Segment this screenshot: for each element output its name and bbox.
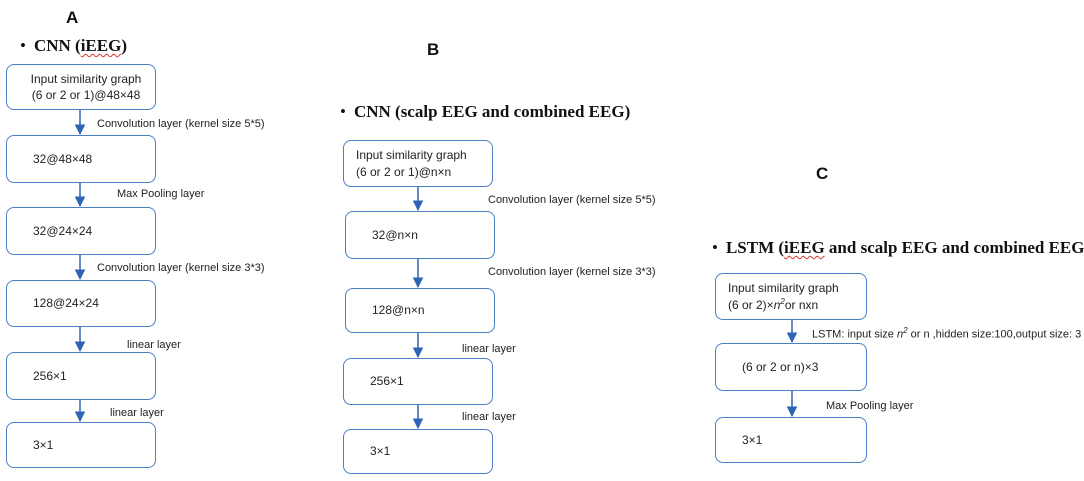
panel-a-title-squiggle: iEEG	[80, 36, 122, 55]
cnn-b-edge-1: Convolution layer (kernel size 5*5)	[488, 194, 656, 206]
cnn-a-edge-5: linear layer	[110, 407, 164, 419]
cnn-b-box-1: 32@n×n	[345, 211, 495, 259]
lstm-edge-1: LSTM: input size n2 or n ,hidden size:10…	[812, 326, 1081, 341]
cnn-a-box-2-text: 32@24×24	[33, 223, 93, 238]
panel-c-title-start: LSTM (	[725, 238, 785, 257]
cnn-b-box-3: 256×1	[343, 358, 493, 405]
lstm-input-line2-sup: 2	[780, 296, 785, 306]
panel-label-a: A	[66, 8, 79, 27]
cnn-a-box-4-text: 256×1	[33, 368, 67, 383]
lstm-input-line2: (6 or 2)×n2or nxn	[728, 297, 818, 313]
cnn-a-edge-4: linear layer	[127, 339, 181, 351]
cnn-a-box-1-text: 32@48×48	[33, 151, 93, 166]
cnn-a-box-5-text: 3×1	[33, 437, 54, 452]
cnn-b-box-1-text: 32@n×n	[372, 227, 418, 242]
cnn-a-input-line1: Input similarity graph	[30, 71, 142, 86]
lstm-box-1-text: (6 or 2 or n)×3	[742, 359, 819, 374]
cnn-a-box-3: 128@24×24	[6, 280, 156, 327]
cnn-b-box-3-text: 256×1	[370, 374, 404, 389]
panel-label-c: C	[816, 164, 829, 183]
cnn-b-box-2: 128@n×n	[345, 288, 495, 333]
cnn-a-input-line2: (6 or 2 or 1)@48×48	[31, 88, 141, 102]
lstm-edge-1-sup: 2	[903, 326, 908, 335]
cnn-a-box-2: 32@24×24	[6, 207, 156, 255]
panel-label-b: B	[427, 40, 440, 59]
lstm-edge-1-a: LSTM: input size	[812, 328, 897, 341]
lstm-edge-2: Max Pooling layer	[826, 400, 914, 412]
lstm-box-2-text: 3×1	[742, 432, 763, 447]
cnn-a-box-1: 32@48×48	[6, 135, 156, 183]
lstm-input-box: Input similarity graph (6 or 2)×n2or nxn	[715, 273, 867, 320]
cnn-a-box-3-text: 128@24×24	[33, 296, 99, 311]
panel-a-title: •CNN (iEEG)	[20, 36, 127, 55]
lstm-input-line2-n: n	[773, 297, 781, 312]
cnn-a-edge-3: Convolution layer (kernel size 3*3)	[97, 262, 265, 274]
lstm-edge-1-b: or n ,hidden size:100,output size: 3	[907, 328, 1082, 341]
cnn-b-input-line2: (6 or 2 or 1)@n×n	[356, 164, 452, 179]
cnn-b-input-line1: Input similarity graph	[356, 148, 467, 163]
panel-c-title-squiggle: iEEG	[784, 238, 825, 257]
panel-c-title-end: and scalp EEG and combined EEG)	[824, 238, 1084, 257]
cnn-b-edge-3: linear layer	[462, 343, 516, 355]
lstm-box-1: (6 or 2 or n)×3	[715, 343, 867, 391]
lstm-edge-1-n: n	[896, 328, 904, 341]
cnn-b-box-2-text: 128@n×n	[372, 303, 425, 318]
panel-c-title: •LSTM (iEEG and scalp EEG and combined E…	[712, 238, 1084, 258]
cnn-a-box-4: 256×1	[6, 352, 156, 400]
panel-b-title: •CNN (scalp EEG and combined EEG)	[340, 102, 631, 121]
cnn-b-edge-2: Convolution layer (kernel size 3*3)	[488, 266, 656, 278]
cnn-b-box-4: 3×1	[343, 429, 493, 474]
lstm-box-2: 3×1	[715, 417, 867, 463]
cnn-a-edge-2: Max Pooling layer	[117, 188, 205, 200]
lstm-input-line1: Input similarity graph	[728, 281, 839, 296]
lstm-input-line2-b: or nxn	[784, 297, 819, 312]
cnn-b-edge-4: linear layer	[462, 411, 516, 423]
cnn-a-input-box: Input similarity graph (6 or 2 or 1)@48×…	[6, 64, 156, 110]
lstm-input-line2-a: (6 or 2)×	[728, 297, 774, 312]
panel-a-title-text: CNN (	[33, 36, 81, 55]
cnn-b-box-4-text: 3×1	[370, 444, 391, 459]
cnn-a-edge-1: Convolution layer (kernel size 5*5)	[97, 118, 265, 130]
cnn-a-box-5: 3×1	[6, 422, 156, 468]
panel-b-title-text: CNN (scalp EEG and combined EEG)	[353, 102, 631, 121]
panel-a-title-end: )	[121, 36, 127, 55]
cnn-b-input-box: Input similarity graph (6 or 2 or 1)@n×n	[343, 140, 493, 187]
